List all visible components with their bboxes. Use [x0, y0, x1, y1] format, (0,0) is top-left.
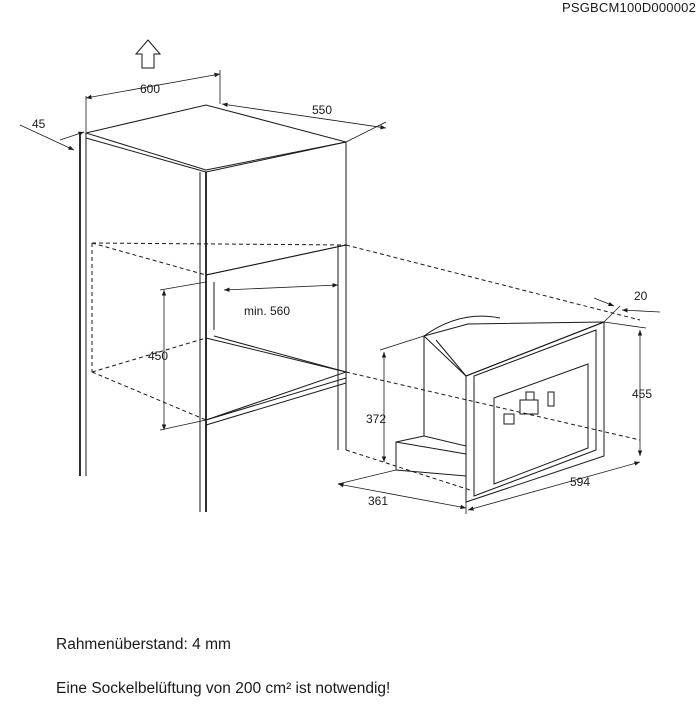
dim-min560: min. 560 — [223, 283, 339, 318]
up-arrow-icon — [134, 39, 162, 69]
dim-594: 594 — [465, 461, 641, 514]
label-20: 20 — [634, 289, 648, 303]
label-594: 594 — [570, 475, 590, 489]
label-361: 361 — [368, 494, 388, 508]
dim-45: 45 — [19, 117, 85, 151]
label-600: 600 — [140, 82, 160, 96]
dim-361: 361 — [337, 469, 467, 510]
label-450: 450 — [148, 349, 168, 363]
ventilation-note: Eine Sockelbelüftung von 200 cm² ist not… — [56, 680, 391, 697]
dim-450: 450 — [148, 281, 207, 431]
label-455: 455 — [632, 387, 652, 401]
label-550: 550 — [312, 103, 332, 117]
dim-372: 372 — [366, 335, 425, 462]
label-372: 372 — [366, 412, 386, 426]
label-min560: min. 560 — [244, 304, 290, 318]
frame-overhang-note: Rahmenüberstand: 4 mm — [56, 636, 231, 653]
dim-600: 600 — [85, 70, 221, 132]
dim-550: 550 — [221, 102, 387, 143]
dim-20: 20 — [593, 289, 661, 323]
document-code: PSGBCM100D000002 — [562, 0, 696, 15]
label-45: 45 — [32, 117, 46, 131]
cabinet — [79, 104, 641, 512]
dim-455: 455 — [603, 321, 652, 456]
